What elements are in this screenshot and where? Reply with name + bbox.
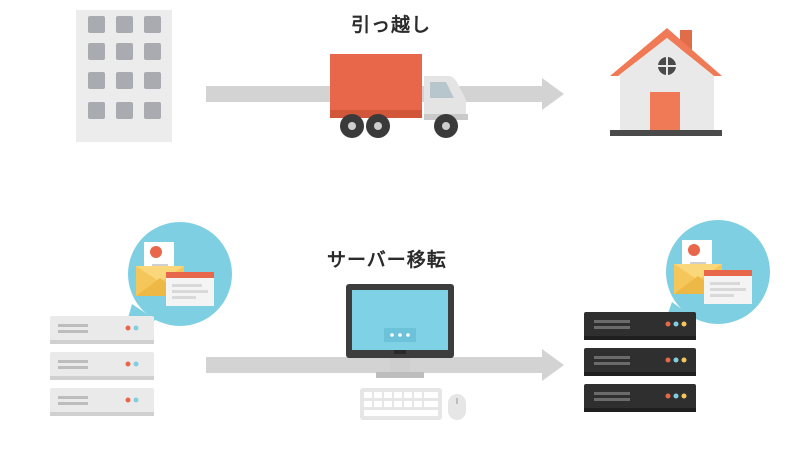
- keyboard-icon: [360, 388, 442, 420]
- house-icon: [610, 28, 722, 136]
- mouse-icon: [448, 394, 466, 420]
- monitor-icon: [346, 284, 454, 378]
- arrow-right-icon: [206, 349, 564, 381]
- building-icon: [76, 10, 172, 142]
- moving-title: 引っ越し: [351, 14, 432, 36]
- email-bubble-icon: [662, 220, 770, 330]
- truck-icon: [330, 54, 468, 138]
- server-rack-icon: [50, 316, 154, 416]
- server-migration-title: サーバー移転: [327, 249, 447, 271]
- server-rack-icon: [584, 312, 696, 412]
